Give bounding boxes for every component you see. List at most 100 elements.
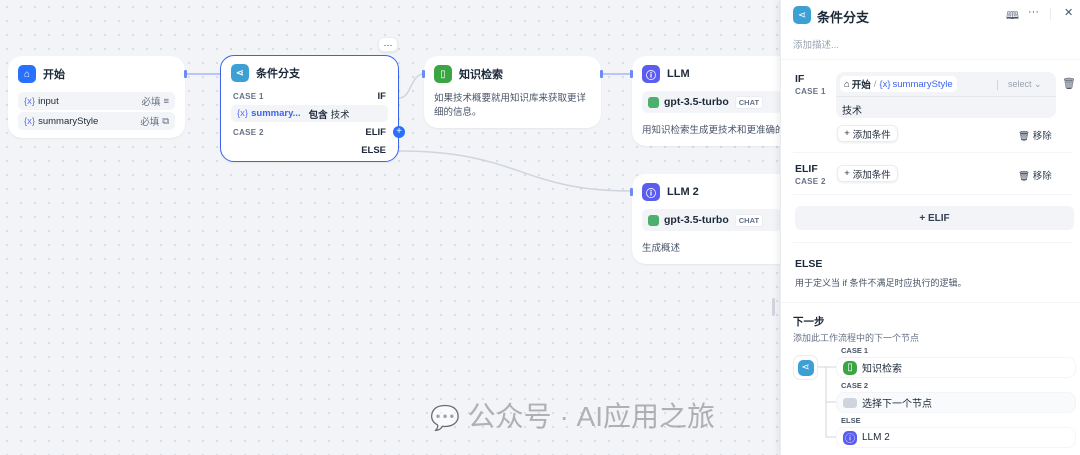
case-label: CASE 2 bbox=[795, 177, 826, 186]
remove-case-button[interactable]: 🗑 移除 bbox=[1018, 168, 1052, 182]
panel-resize-handle[interactable] bbox=[772, 298, 775, 316]
button-label: 移除 bbox=[1032, 131, 1052, 142]
model-badge: gpt-3.5-turbo CHAT bbox=[642, 91, 782, 113]
else-label: ELSE bbox=[795, 258, 823, 270]
select-icon: ⧉ bbox=[162, 115, 169, 127]
input-port[interactable] bbox=[422, 70, 425, 78]
home-icon: ⌂ bbox=[844, 78, 850, 90]
else-label: ELSE bbox=[361, 145, 386, 156]
variable-icon: {x} bbox=[24, 115, 36, 127]
case-label: CASE 2 bbox=[233, 128, 264, 137]
node-settings-panel: ⋖ 条件分支 🕮 ··· ✕ 添加描述... IF CASE 1 ⌂开始/{x}… bbox=[780, 0, 1080, 455]
add-elif-button[interactable]: + ELIF bbox=[795, 206, 1074, 230]
input-port[interactable] bbox=[630, 70, 633, 78]
case-label: CASE 2 bbox=[841, 381, 869, 390]
variable-selector[interactable]: ⌂开始/{x}summaryStyle bbox=[840, 76, 957, 92]
node-name: 知识检索 bbox=[862, 364, 902, 375]
branch-icon: ⋖ bbox=[793, 6, 811, 24]
node-more-button[interactable]: ··· bbox=[378, 37, 398, 52]
llm-icon: ⓘ bbox=[642, 65, 660, 83]
node-name: LLM 2 bbox=[862, 432, 890, 443]
trash-icon: 🗑 bbox=[1018, 171, 1031, 182]
node-title: 知识检索 bbox=[459, 69, 503, 81]
condition-value-input[interactable]: 技术 bbox=[842, 106, 862, 117]
variable-icon: {x} bbox=[237, 108, 249, 119]
llm-icon: ⓘ bbox=[642, 183, 660, 201]
button-label: 移除 bbox=[1032, 171, 1052, 182]
node-description: 用知识检索生成更技术和更准确的总 bbox=[642, 125, 780, 136]
watermark: 💬 公众号 · AI应用之旅 bbox=[430, 400, 715, 436]
more-icon[interactable]: ··· bbox=[1028, 6, 1039, 18]
operator-value: select bbox=[1008, 79, 1032, 89]
branch-icon: ⋖ bbox=[797, 359, 814, 376]
var-name: input bbox=[38, 95, 59, 107]
watermark-text: 公众号 · AI应用之旅 bbox=[467, 401, 716, 432]
node-title: LLM 2 bbox=[667, 186, 699, 198]
node-description: 生成概述 bbox=[642, 243, 681, 254]
plus-icon bbox=[843, 397, 857, 408]
condition-box[interactable]: ⌂开始/{x}summaryStyle select ⌄ 技术 bbox=[836, 72, 1056, 118]
next-node-card[interactable]: ▯ 知识检索 bbox=[836, 357, 1076, 378]
close-icon[interactable]: ✕ bbox=[1064, 7, 1074, 19]
llm-icon: ⓘ bbox=[843, 430, 857, 445]
output-port[interactable] bbox=[184, 70, 187, 78]
panel-title: 条件分支 bbox=[817, 10, 870, 25]
select-next-node-button[interactable]: 选择下一个节点 bbox=[836, 392, 1076, 413]
model-mode: CHAT bbox=[734, 213, 764, 227]
trash-icon: 🗑 bbox=[1018, 131, 1031, 142]
add-condition-button[interactable]: +添加条件 bbox=[837, 165, 898, 182]
separator: / bbox=[873, 78, 877, 90]
case-label: CASE 1 bbox=[841, 346, 869, 355]
variable-icon: {x} bbox=[24, 95, 36, 107]
if-label: IF bbox=[795, 73, 805, 85]
description-input[interactable]: 添加描述... bbox=[793, 40, 839, 51]
elif-label: ELIF bbox=[365, 127, 386, 138]
branch-connector bbox=[818, 366, 836, 438]
knowledge-retrieval-node[interactable]: ▯ 知识检索 如果技术概要就用知识库来获取更详细的信息。 bbox=[422, 56, 603, 128]
output-port[interactable] bbox=[600, 70, 603, 78]
docs-book-icon[interactable]: 🕮 bbox=[1006, 10, 1019, 22]
model-mode: CHAT bbox=[734, 95, 764, 109]
elif-label: ELIF bbox=[795, 163, 818, 175]
input-port[interactable] bbox=[630, 188, 633, 196]
if-else-node[interactable]: ⋖条件分支 CASE 1 IF {x}summary...包含技术 CASE 2… bbox=[220, 55, 405, 162]
case-label: CASE 1 bbox=[795, 87, 826, 96]
book-icon: ▯ bbox=[434, 65, 452, 83]
add-node-button[interactable]: + bbox=[393, 126, 405, 138]
model-name: gpt-3.5-turbo bbox=[664, 214, 729, 226]
openai-icon bbox=[648, 214, 659, 226]
text-icon: ≡ bbox=[163, 95, 169, 107]
condition-var: summary... bbox=[251, 108, 301, 119]
button-label: 添加条件 bbox=[852, 129, 891, 141]
branch-icon: ⋖ bbox=[231, 64, 249, 82]
var-required: 必填 bbox=[140, 117, 160, 128]
if-label: IF bbox=[377, 91, 386, 102]
next-node-card[interactable]: ⓘ LLM 2 bbox=[836, 427, 1076, 448]
add-condition-button[interactable]: +添加条件 bbox=[837, 125, 898, 142]
llm2-node[interactable]: ⓘ LLM 2 gpt-3.5-turbo CHAT 生成概述 bbox=[630, 174, 792, 264]
llm-node[interactable]: ⓘ LLM gpt-3.5-turbo CHAT 用知识检索生成更技术和更准确的总 bbox=[630, 56, 792, 146]
button-label: 添加条件 bbox=[852, 169, 891, 181]
case-label: CASE 1 bbox=[233, 92, 264, 101]
book-icon: ▯ bbox=[843, 360, 857, 375]
next-step-description: 添加此工作流程中的下一个节点 bbox=[793, 333, 920, 343]
var-input: {x}input 必填≡ bbox=[18, 92, 175, 110]
model-name: gpt-3.5-turbo bbox=[664, 96, 729, 108]
trash-icon[interactable]: 🗑 bbox=[1062, 78, 1076, 90]
node-title: LLM bbox=[667, 68, 690, 80]
edges bbox=[186, 73, 633, 192]
next-step-title: 下一步 bbox=[793, 316, 825, 328]
var-required: 必填 bbox=[141, 97, 161, 108]
condition-op: 包含 bbox=[308, 109, 328, 121]
openai-icon bbox=[648, 96, 659, 108]
chevron-down-icon: ⌄ bbox=[1034, 79, 1042, 89]
wechat-icon: 💬 bbox=[430, 405, 460, 432]
operator-select[interactable]: select ⌄ bbox=[1008, 79, 1042, 90]
remove-case-button[interactable]: 🗑 移除 bbox=[1018, 128, 1052, 142]
node-name: 选择下一个节点 bbox=[862, 399, 932, 410]
var-name: summaryStyle bbox=[38, 115, 99, 127]
home-icon: ⌂ bbox=[18, 65, 36, 83]
divider bbox=[997, 80, 998, 90]
node-description: 如果技术概要就用知识库来获取更详细的信息。 bbox=[434, 93, 587, 118]
